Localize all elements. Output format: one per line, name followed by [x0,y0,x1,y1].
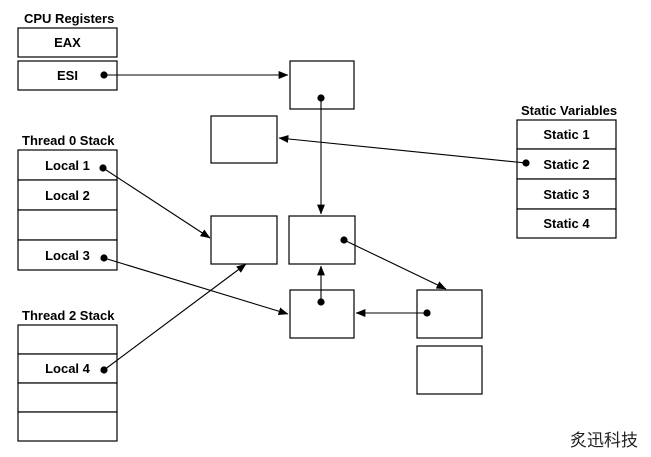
arrow-origin-dot [423,309,431,317]
heap-object-static2-target [210,115,278,164]
thread0-stack-title: Thread 0 Stack [22,133,115,148]
heap-objects-group [210,60,483,395]
arrow-origin-dot [317,298,325,306]
register-esi-label: ESI [57,68,78,83]
static-variable-label: Static 2 [543,157,589,172]
arrow-local1-to-object [102,167,211,239]
arrow-origin-dot [317,94,325,102]
thread0-stack-group: Thread 0 Stack Local 1 Local 2 Local 3 [17,133,118,271]
thread2-stack-slot [17,382,118,413]
thread0-stack-slot [17,179,118,211]
arrow-origin-dot [100,71,108,79]
cpu-registers-group: CPU Registers EAX ESI [17,11,118,91]
thread2-stack-slot [17,353,118,384]
thread2-stack-slot [17,324,118,355]
thread0-slot-label: Local 3 [45,248,90,263]
arrow-origin-dot [340,236,348,244]
thread2-stack-group: Thread 2 Stack Local 4 [17,308,118,442]
arrow-origin-dot [100,254,108,262]
arrow-origin-dot [99,164,107,172]
static-variable-label: Static 4 [543,216,590,231]
cpu-registers-title: CPU Registers [24,11,114,26]
arrow-middle-to-right [343,239,447,290]
heap-object-shared-target [210,215,278,265]
reference-arrows-group [99,71,530,374]
heap-object-unreferenced [416,345,483,395]
thread0-stack-slot [17,239,118,271]
thread2-slot-label: Local 4 [45,361,91,376]
arrow-static2-to-object [278,135,527,164]
static-variables-title: Static Variables [521,103,617,118]
thread0-stack-slot [17,209,118,241]
watermark-text: 炙迅科技 [570,431,638,451]
static-variable-label: Static 3 [543,187,589,202]
heap-object-hub [289,289,355,339]
thread0-slot-label: Local 2 [45,188,90,203]
arrow-origin-dot [522,159,530,167]
static-variable-slot [516,148,617,180]
heap-object-esi-target [289,60,355,110]
thread2-stack-title: Thread 2 Stack [22,308,115,323]
arrow-local4-to-object [103,263,247,371]
static-variables-group: Static Variables Static 1 Static 2 Stati… [516,103,617,239]
arrow-local3-to-hub [103,257,289,316]
register-eax-label: EAX [54,35,81,50]
thread0-slot-label: Local 1 [45,158,90,173]
static-variable-slot [516,208,617,239]
arrow-origin-dot [100,366,108,374]
register-eax-cell [17,27,118,58]
static-variable-label: Static 1 [543,127,589,142]
thread2-stack-slot [17,411,118,442]
